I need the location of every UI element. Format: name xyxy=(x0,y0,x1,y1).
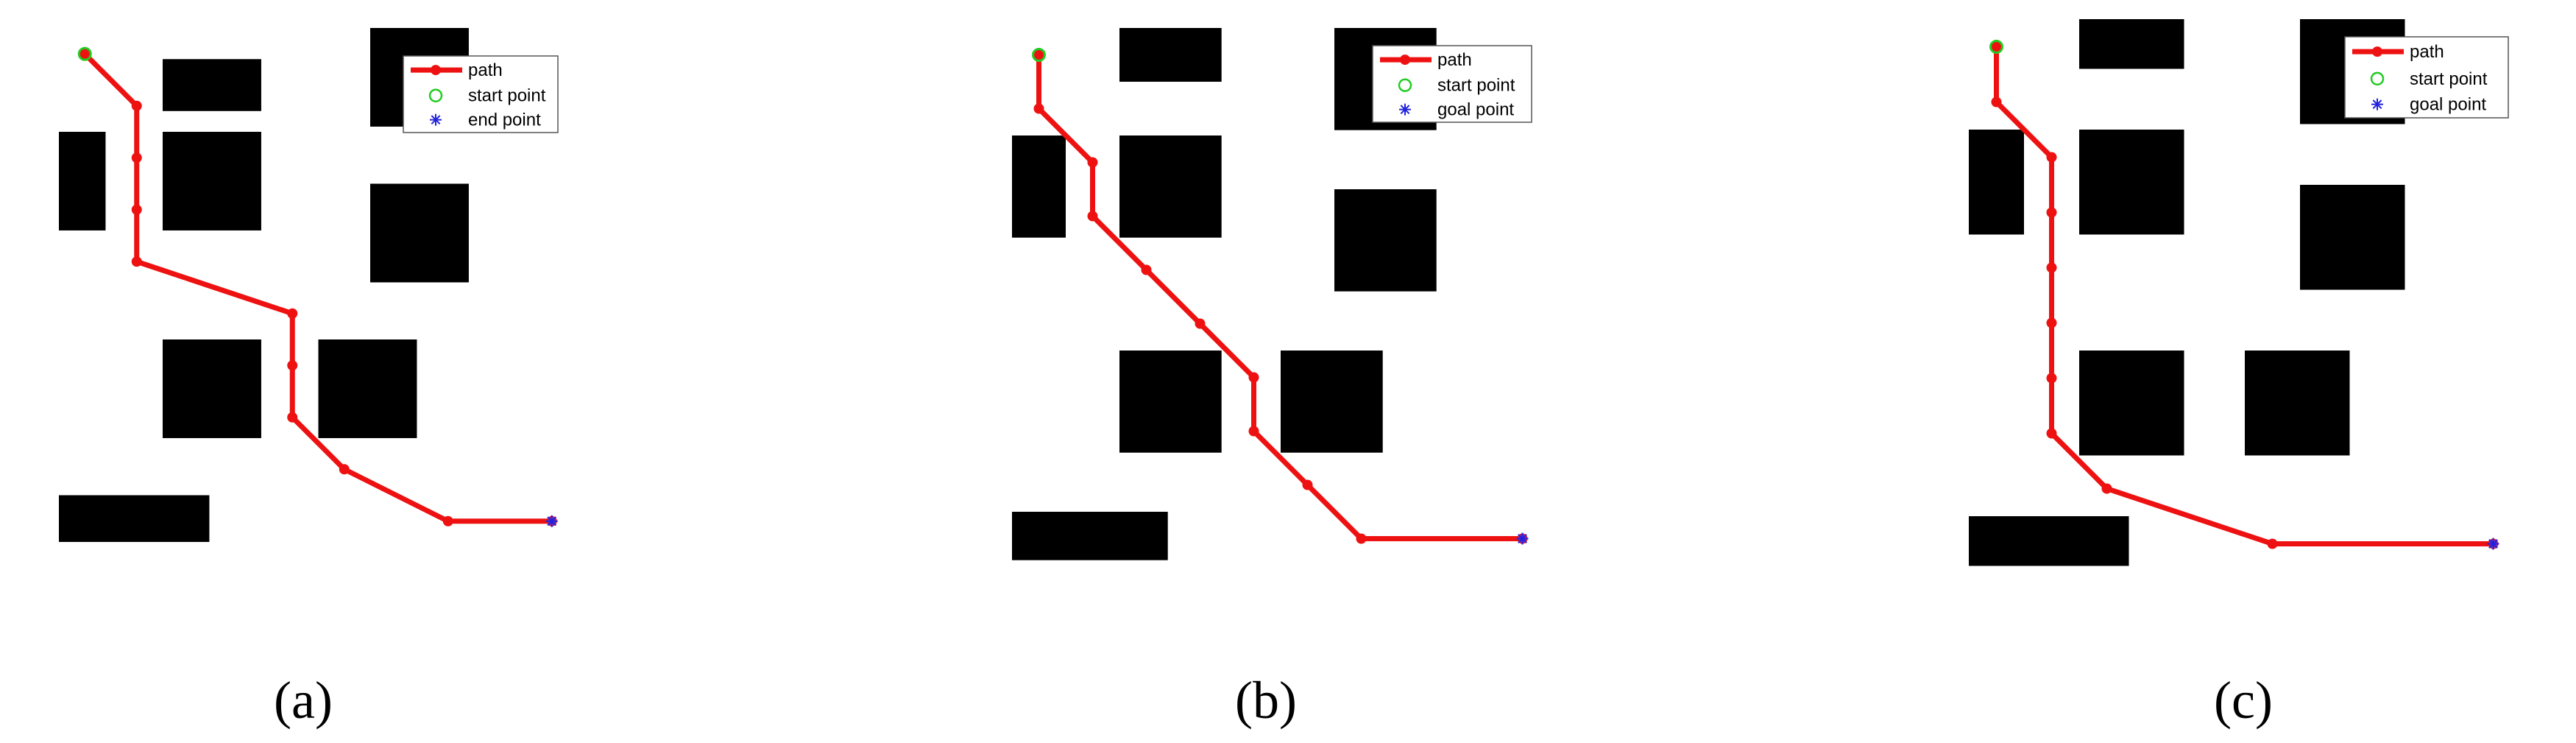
caption-b: (b) xyxy=(1235,671,1297,730)
end-marker xyxy=(545,515,558,527)
path-node xyxy=(1087,211,1098,222)
legend-start-symbol xyxy=(1398,78,1412,92)
path-node xyxy=(131,204,142,215)
obstacle xyxy=(1281,351,1383,453)
legend-start-symbol xyxy=(428,88,443,102)
legend-start-label: start point xyxy=(1437,76,1515,96)
obstacle xyxy=(1012,512,1168,560)
end-marker xyxy=(2487,538,2499,550)
path-node xyxy=(339,464,350,475)
end-marker-stroke xyxy=(2488,539,2498,549)
obstacle xyxy=(1012,135,1066,238)
obstacle xyxy=(318,339,417,438)
panel-a: path start point end point xyxy=(59,28,559,542)
path-node xyxy=(2046,207,2057,218)
legend-end-symbol-stroke xyxy=(2372,99,2382,110)
path-node xyxy=(1991,41,2002,52)
obstacle xyxy=(163,339,261,438)
obstacle xyxy=(2079,351,2184,456)
path-node xyxy=(79,49,91,60)
legend-path-node xyxy=(431,65,441,76)
path-node xyxy=(2046,262,2057,273)
legend-path-label: path xyxy=(468,60,503,80)
legend: path start point goal point xyxy=(1372,45,1532,123)
path-node xyxy=(1248,372,1259,383)
legend-start-label: start point xyxy=(468,86,546,106)
obstacle xyxy=(1119,351,1222,453)
path-node xyxy=(287,360,298,371)
path-node xyxy=(2046,152,2057,163)
path-node xyxy=(1033,103,1044,114)
legend-end-symbol xyxy=(2371,98,2383,110)
path-node xyxy=(1195,318,1206,329)
obstacle xyxy=(163,132,261,230)
path-node xyxy=(131,100,142,111)
obstacle xyxy=(2079,130,2184,235)
obstacle xyxy=(1969,130,2024,235)
legend-path-label: path xyxy=(1437,50,1472,70)
path-node xyxy=(287,412,298,423)
legend-path-node xyxy=(2372,46,2382,57)
path-node xyxy=(131,256,142,267)
path-node xyxy=(2101,483,2112,494)
obstacle xyxy=(2079,19,2184,69)
caption-a: (a) xyxy=(274,671,333,730)
legend-path-node xyxy=(1400,54,1410,66)
legend-end-symbol xyxy=(430,113,442,126)
obstacle xyxy=(2300,185,2405,290)
path-node xyxy=(2267,538,2278,549)
path-node xyxy=(287,308,298,319)
end-marker xyxy=(1516,532,1529,545)
path-node xyxy=(2046,317,2057,328)
legend-end-symbol xyxy=(1399,103,1411,116)
panel-b: path start point goal point xyxy=(1012,28,1532,560)
start-marker xyxy=(77,46,92,61)
obstacle xyxy=(1119,135,1222,238)
obstacle xyxy=(1334,189,1437,292)
obstacle xyxy=(59,132,106,230)
legend: path start point end point xyxy=(403,55,559,133)
start-marker xyxy=(1989,40,2003,54)
path-node xyxy=(1141,264,1152,275)
end-marker-stroke xyxy=(1518,534,1527,543)
legend-start-symbol xyxy=(2370,71,2385,86)
path-node xyxy=(1991,96,2002,108)
legend-end-label: goal point xyxy=(2410,95,2486,115)
legend-end-symbol-stroke xyxy=(1400,105,1410,115)
legend: path start point goal point xyxy=(2344,36,2509,119)
path-node xyxy=(131,152,142,163)
path-node xyxy=(1302,479,1313,490)
legend-path-label: path xyxy=(2410,42,2444,62)
path-node xyxy=(1248,426,1259,437)
path-node xyxy=(1033,49,1044,60)
panel-c: path start point goal point xyxy=(1969,19,2509,566)
legend-end-label: end point xyxy=(468,110,541,130)
path-line xyxy=(1994,44,2496,546)
path-node xyxy=(442,515,453,527)
start-marker xyxy=(1032,48,1046,62)
legend-end-label: goal point xyxy=(1437,100,1514,120)
obstacle xyxy=(1119,28,1222,82)
path-node xyxy=(2046,428,2057,439)
path-node xyxy=(1356,533,1367,544)
obstacle xyxy=(163,59,261,111)
path-line xyxy=(1036,52,1525,541)
caption-c: (c) xyxy=(2214,671,2273,730)
obstacle xyxy=(1969,516,2129,566)
legend-end-symbol-stroke xyxy=(431,115,441,125)
obstacle xyxy=(370,183,469,283)
end-marker-stroke xyxy=(547,516,557,527)
path-node xyxy=(2046,373,2057,384)
obstacle xyxy=(2245,351,2350,456)
path-node xyxy=(1087,157,1098,168)
obstacle xyxy=(59,495,210,542)
legend-start-label: start point xyxy=(2410,69,2488,89)
